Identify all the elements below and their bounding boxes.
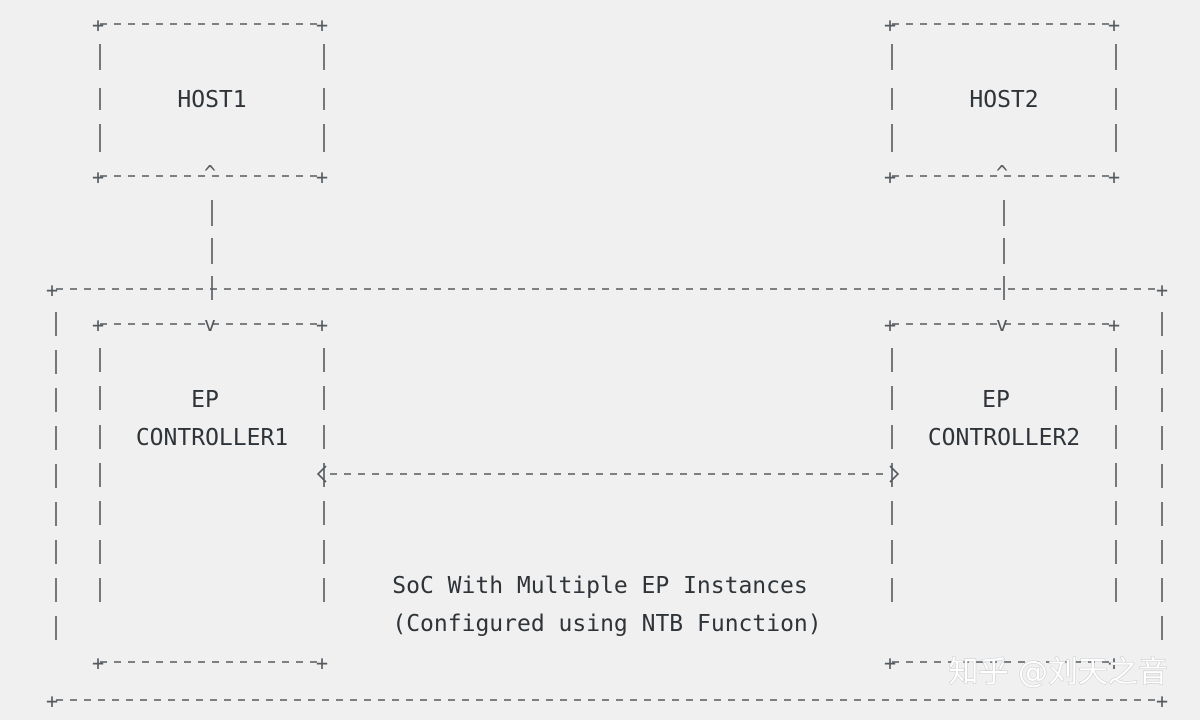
svg-text:v: v	[204, 312, 216, 336]
svg-text:+: +	[46, 689, 58, 713]
svg-text:+: +	[92, 313, 104, 337]
svg-text:+: +	[1108, 13, 1120, 37]
svg-text:+: +	[92, 13, 104, 37]
ep-controller1-label-line1: EP	[191, 387, 219, 413]
ep-controller2-box: + + + + v	[884, 312, 1120, 675]
svg-text:+: +	[884, 165, 896, 189]
svg-text:+: +	[92, 165, 104, 189]
ep-controller1-label-line2: CONTROLLER1	[136, 425, 288, 451]
svg-text:+: +	[884, 313, 896, 337]
host2-label: HOST2	[969, 87, 1038, 113]
svg-text:+: +	[1156, 689, 1168, 713]
svg-text:+: +	[316, 651, 328, 675]
svg-text:+: +	[884, 651, 896, 675]
ntb-bidirectional-arrow	[316, 465, 900, 483]
svg-text:+: +	[1108, 313, 1120, 337]
svg-text:+: +	[1108, 165, 1120, 189]
svg-text:v: v	[996, 312, 1008, 336]
host1-box: + + + + ^	[92, 13, 328, 189]
svg-text:+: +	[46, 278, 58, 302]
ep-controller2-label-line2: CONTROLLER2	[928, 425, 1080, 451]
svg-text:+: +	[1108, 651, 1120, 675]
svg-text:+: +	[92, 651, 104, 675]
watermark-text: 知乎 @刘天之音	[948, 655, 1168, 690]
host2-box: + + + + ^	[884, 13, 1120, 189]
svg-text:+: +	[884, 13, 896, 37]
ep-controller2-label-line1: EP	[982, 387, 1010, 413]
host1-label: HOST1	[177, 87, 246, 113]
svg-text:+: +	[316, 13, 328, 37]
soc-outer-box: + + + +	[46, 278, 1168, 713]
svg-text:^: ^	[996, 161, 1008, 185]
svg-text:^: ^	[204, 161, 216, 185]
soc-caption-line1: SoC With Multiple EP Instances	[392, 573, 807, 599]
svg-text:+: +	[1156, 278, 1168, 302]
svg-text:+: +	[316, 165, 328, 189]
soc-caption-line2: (Configured using NTB Function)	[392, 611, 821, 637]
ep-controller1-box: + + + + v	[92, 312, 328, 675]
svg-text:+: +	[316, 313, 328, 337]
